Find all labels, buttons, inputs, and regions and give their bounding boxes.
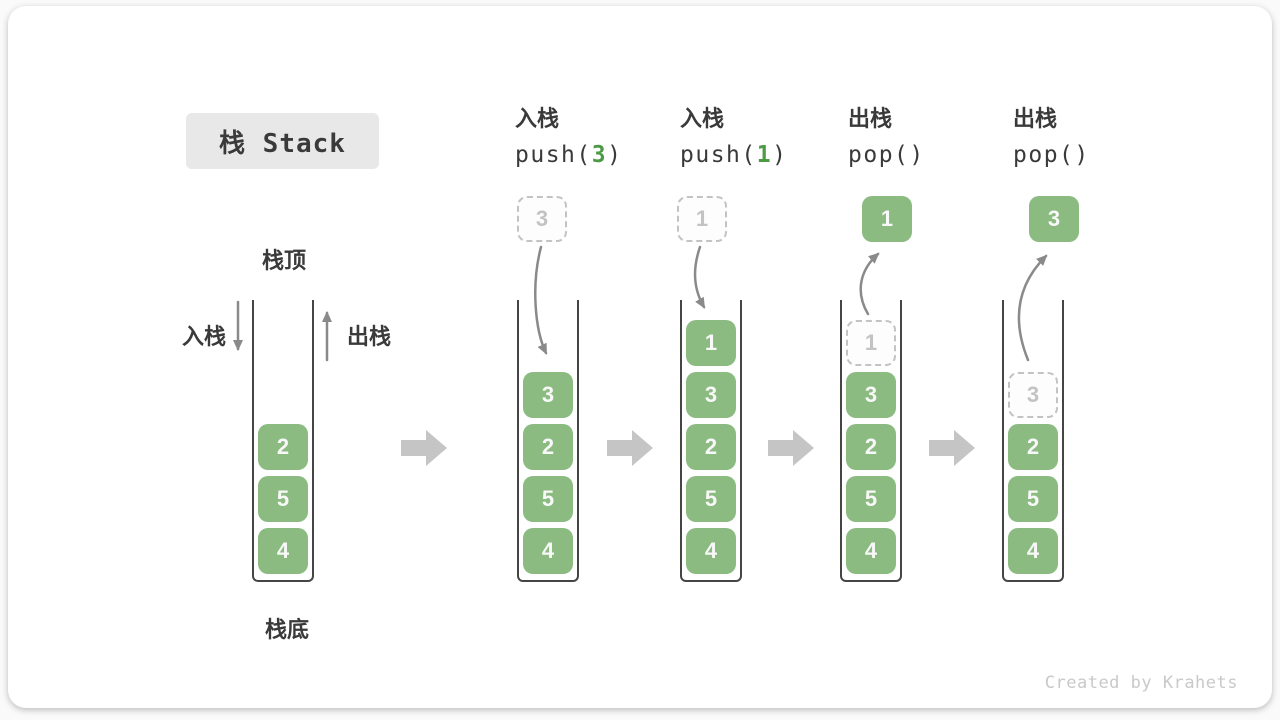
stack-element: 3 [846, 372, 896, 418]
popped-element: 1 [862, 196, 912, 242]
stack-element: 2 [258, 424, 308, 470]
incoming-element: 1 [677, 196, 727, 242]
operation-code: pop() [848, 142, 925, 168]
operation-name: 入栈 [680, 106, 725, 131]
popped-slot-ghost: 3 [1008, 372, 1058, 418]
stack-element: 5 [258, 476, 308, 522]
operation-name: 出栈 [848, 106, 893, 131]
stack-element: 5 [846, 476, 896, 522]
stack-top-label: 栈顶 [261, 248, 306, 273]
stack-element: 2 [523, 424, 573, 470]
operation-code: push(1) [680, 142, 788, 168]
operation-push-3: 入栈 push(3) [515, 105, 622, 169]
stack-element: 2 [846, 424, 896, 470]
operation-code: push(3) [515, 142, 623, 168]
operation-arg: 3 [591, 142, 608, 168]
operation-name: 出栈 [1013, 106, 1058, 131]
incoming-element: 3 [517, 196, 567, 242]
push-side-label: 入栈 [181, 324, 226, 349]
stack-element: 2 [1008, 424, 1058, 470]
operation-arg: 1 [756, 142, 773, 168]
popped-slot-ghost: 1 [846, 320, 896, 366]
stack-element: 1 [686, 320, 736, 366]
stack-element: 4 [686, 528, 736, 574]
stack-element: 4 [1008, 528, 1058, 574]
operation-pop-3: 出栈 pop() [1013, 105, 1090, 169]
operation-push-1: 入栈 push(1) [680, 105, 787, 169]
stack-element: 2 [686, 424, 736, 470]
stack-element: 3 [523, 372, 573, 418]
stack-bottom-label: 栈底 [264, 617, 309, 642]
operation-pop-1: 出栈 pop() [848, 105, 925, 169]
operation-name: 入栈 [515, 106, 560, 131]
stack-element: 3 [686, 372, 736, 418]
stack-element: 5 [1008, 476, 1058, 522]
watermark: Created by Krahets [1044, 673, 1238, 693]
stack-element: 5 [686, 476, 736, 522]
operation-code: pop() [1013, 142, 1090, 168]
stack-element: 4 [258, 528, 308, 574]
stack-element: 4 [846, 528, 896, 574]
diagram-title-text: 栈 Stack [219, 128, 346, 159]
pop-side-label: 出栈 [346, 324, 391, 349]
popped-element: 3 [1029, 196, 1079, 242]
stack-element: 5 [523, 476, 573, 522]
diagram-title: 栈 Stack [186, 113, 379, 169]
stack-element: 4 [523, 528, 573, 574]
